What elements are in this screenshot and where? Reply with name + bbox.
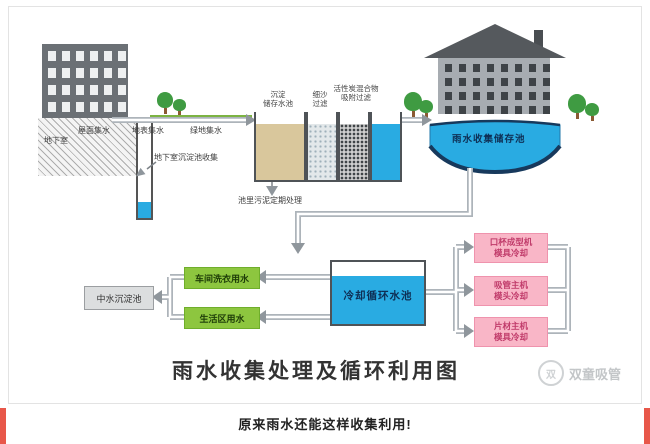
workshop-water-box: 车间洗衣用水 (184, 267, 260, 289)
clear-water-tank (370, 112, 402, 182)
apartment-building (42, 44, 128, 118)
cooling-pool-tank: 冷却循环水池 (330, 260, 426, 326)
tree-icon (585, 103, 599, 121)
chimney (534, 30, 543, 48)
label-roof-collect: 屋面集水 (78, 126, 110, 135)
page-caption: 原来雨水还能这样收集利用! (238, 417, 412, 432)
sand-filter-tank (306, 112, 338, 182)
tree-icon (173, 99, 186, 115)
photo-frame (8, 6, 642, 404)
brand-logo-icon: 双 (538, 360, 564, 386)
reclaimed-pool-box: 中水沉淀池 (84, 286, 154, 310)
green-strip (150, 115, 252, 120)
label-surface-collect: 地表集水 (132, 126, 164, 135)
house-building (438, 58, 550, 114)
carbon-filter-tank (338, 112, 370, 182)
accent-bar-left (0, 408, 6, 444)
label-basement: 地下室 (44, 136, 68, 145)
rain-storage-pool-label: 雨水收集储存池 (452, 134, 526, 145)
carbon-filter-label: 活性炭混合物 吸附过滤 (333, 84, 379, 102)
basement-ground-hatch (38, 118, 136, 176)
brand-name: 双童吸管 (569, 366, 622, 382)
caption-row: 原来雨水还能这样收集利用! (0, 414, 650, 433)
tree-icon (419, 100, 433, 118)
sludge-note: 池里污泥定期处理 (238, 196, 302, 205)
label-basement-collect: 地下室沉淀池收集 (154, 153, 218, 162)
machine-box-sheet: 片材主机 模具冷却 (474, 317, 548, 347)
settling-tank (254, 112, 306, 182)
tree-icon (157, 92, 173, 114)
label-green-collect: 绿地集水 (190, 126, 222, 135)
sand-filter-label: 细沙 过滤 (312, 90, 328, 108)
cooling-pool-label: 冷却循环水池 (343, 290, 413, 302)
settling-tank-label: 沉淀 储存水池 (263, 90, 293, 108)
tree-icon (568, 94, 586, 120)
living-water-box: 生活区用水 (184, 307, 260, 329)
brand-watermark: 双 双童吸管 (538, 360, 621, 386)
diagram-title: 雨水收集处理及循环利用图 (172, 360, 460, 383)
accent-bar-right (644, 408, 650, 444)
machine-box-straw: 吸管主机 模头冷却 (474, 276, 548, 306)
machine-box-cup: 口杯成型机 模具冷却 (474, 233, 548, 263)
